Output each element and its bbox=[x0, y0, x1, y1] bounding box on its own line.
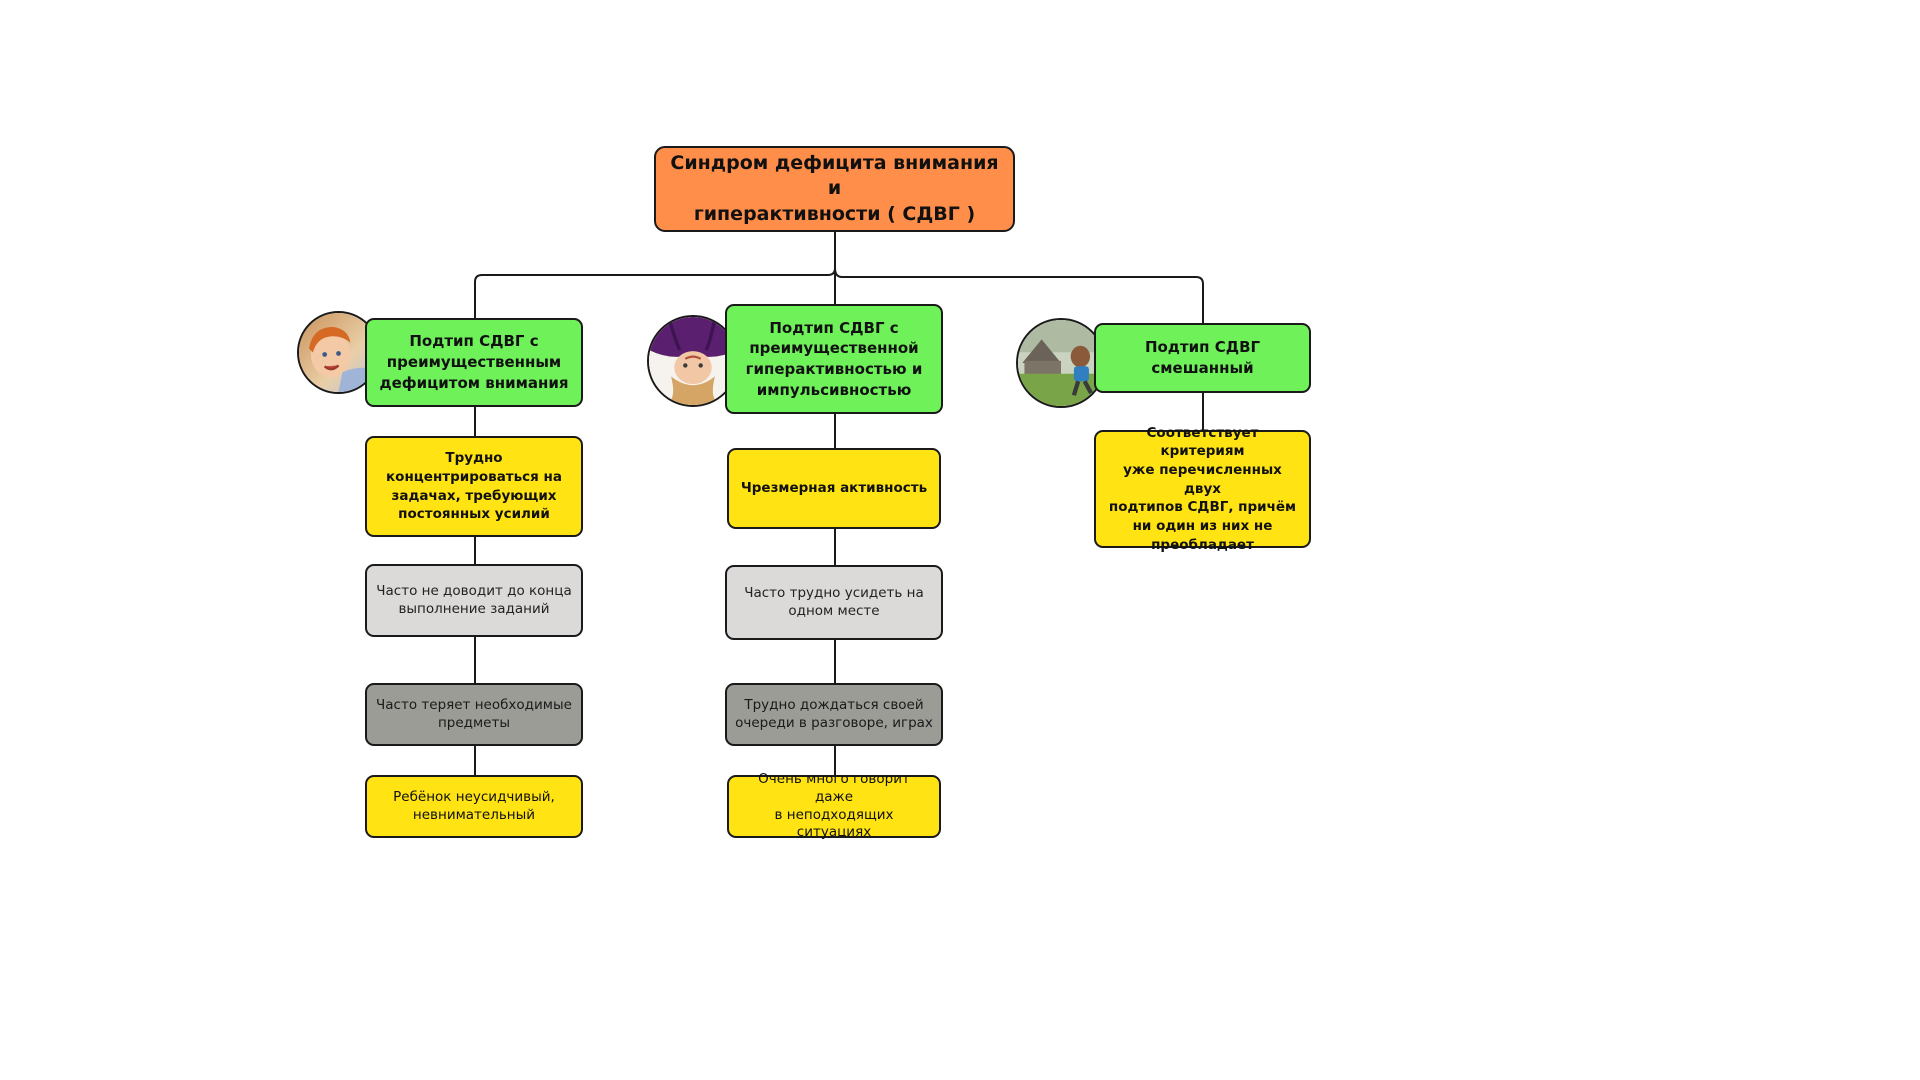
upside-down-child-photo bbox=[647, 315, 739, 407]
symptom-left-2: Часто не доводит до конца выполнение зад… bbox=[365, 564, 583, 637]
symptom-left-4: Ребёнок неусидчивый, невнимательный bbox=[365, 775, 583, 838]
child-smiling-photo bbox=[297, 311, 380, 394]
connector-to-right-branch bbox=[834, 267, 1204, 324]
root-node: Синдром дефицита внимания и гиперактивно… bbox=[654, 146, 1015, 232]
subtype-combined: Подтип СДВГ смешанный bbox=[1094, 323, 1311, 393]
symptom-left-3: Часто теряет необходимые предметы bbox=[365, 683, 583, 746]
symptom-center-1: Чрезмерная активность bbox=[727, 448, 941, 529]
subtype-hyperactive-impulsive: Подтип СДВГ с преимущественной гиперакти… bbox=[725, 304, 943, 414]
subtype-inattentive: Подтип СДВГ с преимущественным дефицитом… bbox=[365, 318, 583, 407]
running-child-photo bbox=[1016, 318, 1106, 408]
symptom-center-2: Часто трудно усидеть на одном месте bbox=[725, 565, 943, 640]
symptom-left-1: Трудно концентрироваться на задачах, тре… bbox=[365, 436, 583, 537]
symptom-center-3: Трудно дождаться своей очереди в разгово… bbox=[725, 683, 943, 746]
connector-lines bbox=[474, 231, 1204, 776]
symptom-center-4: Очень много говорит даже в неподходящих … bbox=[727, 771, 941, 840]
symptom-right-1: Соответствует критериям уже перечисленны… bbox=[1094, 425, 1311, 553]
